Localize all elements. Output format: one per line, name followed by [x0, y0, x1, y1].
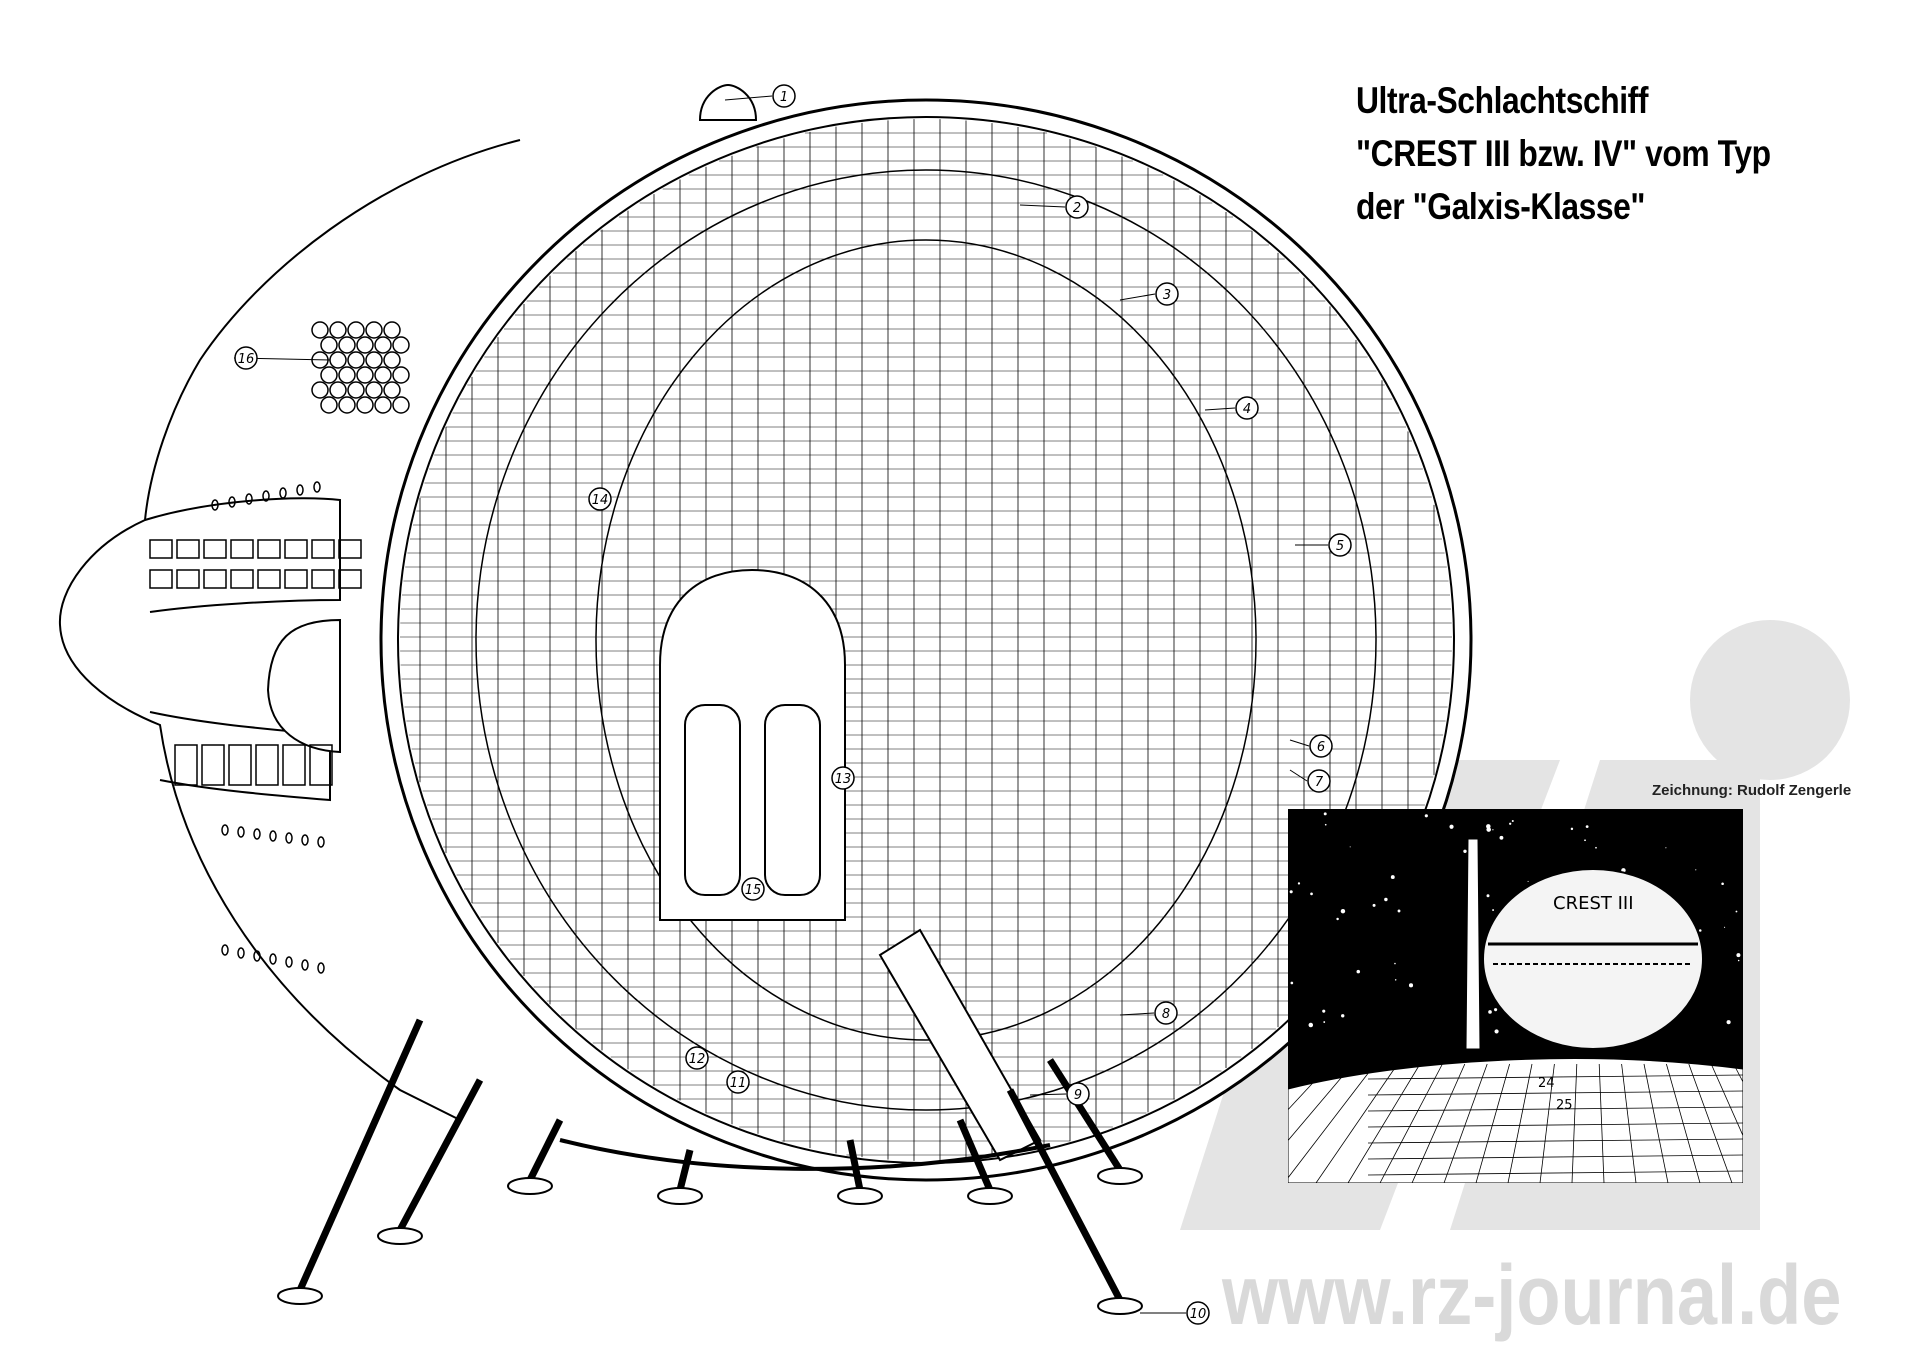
inset-illustration: CREST III 24 25 — [1288, 809, 1743, 1183]
callout-9: 9 — [1029, 1082, 1090, 1106]
landing-field — [1288, 1058, 1743, 1183]
callout-number: 5 — [1336, 539, 1344, 554]
ring-band-lower — [149, 711, 331, 802]
callout-number: 14 — [592, 493, 609, 508]
callout-number: 7 — [1315, 775, 1324, 790]
callout-number: 3 — [1163, 288, 1171, 303]
top-turret — [698, 83, 758, 121]
callout-16: 16 — [233, 346, 331, 370]
callout-number: 4 — [1243, 402, 1251, 417]
callout-number: 6 — [1317, 740, 1325, 755]
callout-number: 15 — [745, 883, 762, 898]
title-line-1: Ultra-Schlachtschiff — [1356, 80, 1648, 121]
inset-ship-label: CREST III — [1553, 893, 1634, 914]
callout-12: 12 — [685, 1046, 709, 1070]
outer-hull — [58, 139, 521, 1121]
callout-7: 7 — [1289, 769, 1331, 793]
callout-1: 1 — [724, 84, 796, 108]
callout-number: 9 — [1074, 1088, 1082, 1103]
page-title: Ultra-Schlachtschiff "CREST III bzw. IV"… — [1356, 74, 1771, 233]
callout-8: 8 — [1119, 1001, 1178, 1025]
callout-2: 2 — [1019, 195, 1089, 219]
callout-number: 12 — [689, 1052, 706, 1067]
main-sphere — [379, 98, 1473, 1182]
inset-ship — [1482, 868, 1704, 1050]
callout-number: 1 — [780, 90, 788, 105]
title-line-3: der "Galxis-Klasse" — [1356, 186, 1646, 227]
callout-number: 2 — [1073, 201, 1081, 216]
left-ring-pod — [266, 618, 341, 754]
callout-number: 16 — [238, 352, 255, 367]
watermark-url: www.rz-journal.de — [1222, 1248, 1842, 1342]
callout-number: 13 — [835, 772, 852, 787]
callout-number: 8 — [1162, 1007, 1170, 1022]
title-line-2: "CREST III bzw. IV" vom Typ — [1356, 133, 1771, 174]
callout-number: 11 — [730, 1076, 747, 1091]
pad-label-25: 25 — [1556, 1098, 1573, 1113]
callout-4: 4 — [1204, 396, 1259, 420]
callout-14: 14 — [588, 487, 612, 511]
callout-11: 11 — [726, 1070, 750, 1094]
callout-number: 10 — [1190, 1307, 1207, 1322]
tower — [1465, 838, 1481, 1050]
callout-6: 6 — [1289, 734, 1333, 758]
hangar-tube — [878, 928, 1042, 1162]
callout-5: 5 — [1295, 533, 1352, 557]
callout-15: 15 — [741, 877, 765, 901]
pad-label-24: 24 — [1538, 1076, 1555, 1091]
callout-13: 13 — [831, 766, 855, 790]
ring-band-upper — [144, 497, 341, 613]
callout-10: 10 — [1140, 1301, 1210, 1325]
callout-3: 3 — [1119, 282, 1179, 306]
artist-credit: Zeichnung: Rudolf Zengerle — [1652, 782, 1852, 799]
